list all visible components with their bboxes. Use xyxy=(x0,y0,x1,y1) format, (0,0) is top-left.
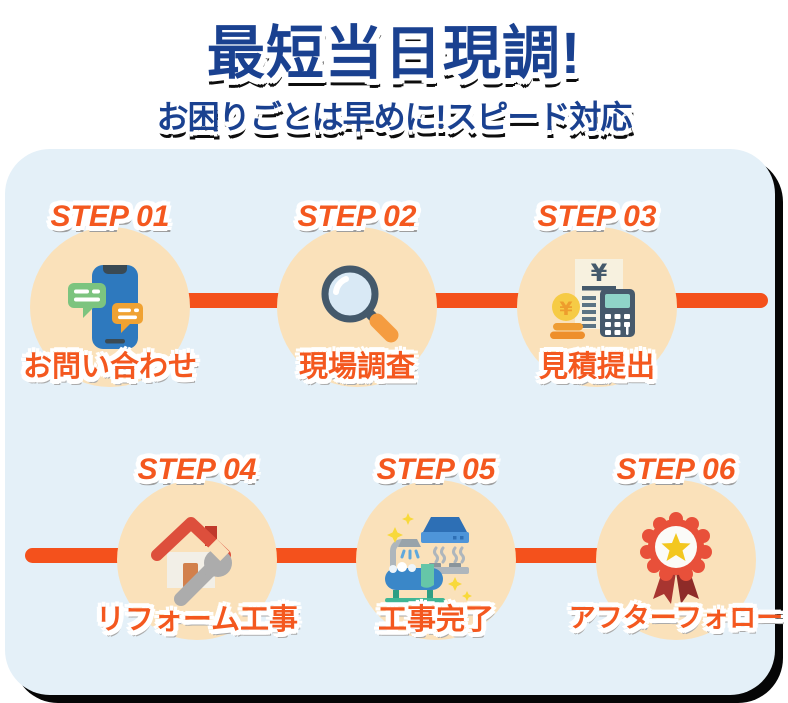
step-2-title: 現場調査 xyxy=(298,351,415,383)
award-medal-icon xyxy=(640,512,712,604)
header: 最短当日現調! お困りごとは早めに!スピード対応 xyxy=(0,0,788,138)
page-title: 最短当日現調! xyxy=(206,21,582,86)
page-subtitle: お困りごとは早めに!スピード対応 xyxy=(156,99,633,135)
step-6-title: アフターフォロー xyxy=(568,603,784,633)
step-3-title: 見積提出 xyxy=(538,351,655,383)
step-4-renovation: STEP 04 リフォーム工事 xyxy=(67,452,327,640)
house-wrench-icon xyxy=(151,517,232,606)
step-5-number: STEP 05 xyxy=(376,453,496,486)
step-6-circle xyxy=(596,480,756,640)
magnifier-icon xyxy=(321,265,399,343)
bath-kitchen-icon xyxy=(385,513,472,603)
step-5-title: 工事完了 xyxy=(377,604,494,636)
step-4-title: リフォーム工事 xyxy=(95,604,299,636)
step-5-complete: STEP 05 xyxy=(306,452,566,640)
smartphone-chat-icon xyxy=(68,265,143,349)
step-2-survey: STEP 02 現場調査 xyxy=(227,199,487,387)
step-3-number: STEP 03 xyxy=(537,200,657,233)
step-2-number: STEP 02 xyxy=(297,200,417,233)
svg-text:¥: ¥ xyxy=(559,298,572,320)
steps-panel: STEP 01 お問い合わせ STEP 02 xyxy=(5,149,783,695)
step-1-inquiry: STEP 01 お問い合わせ xyxy=(0,199,240,387)
step-5-circle xyxy=(356,480,516,640)
estimate-calculator-icon: ¥ ¥ xyxy=(550,259,635,339)
step-6-followup: STEP 06 アフターフォロー xyxy=(546,452,788,640)
step-4-number: STEP 04 xyxy=(137,453,257,486)
step-3-estimate: STEP 03 ¥ ¥ xyxy=(467,199,727,387)
svg-text:¥: ¥ xyxy=(591,259,608,287)
step-6-number: STEP 06 xyxy=(616,453,736,486)
step-1-title: お問い合わせ xyxy=(22,351,197,383)
step-2-circle xyxy=(277,227,437,387)
step-3-circle: ¥ ¥ xyxy=(517,227,677,387)
step-4-circle xyxy=(117,480,277,640)
step-1-circle xyxy=(30,227,190,387)
step-1-number: STEP 01 xyxy=(50,200,170,233)
